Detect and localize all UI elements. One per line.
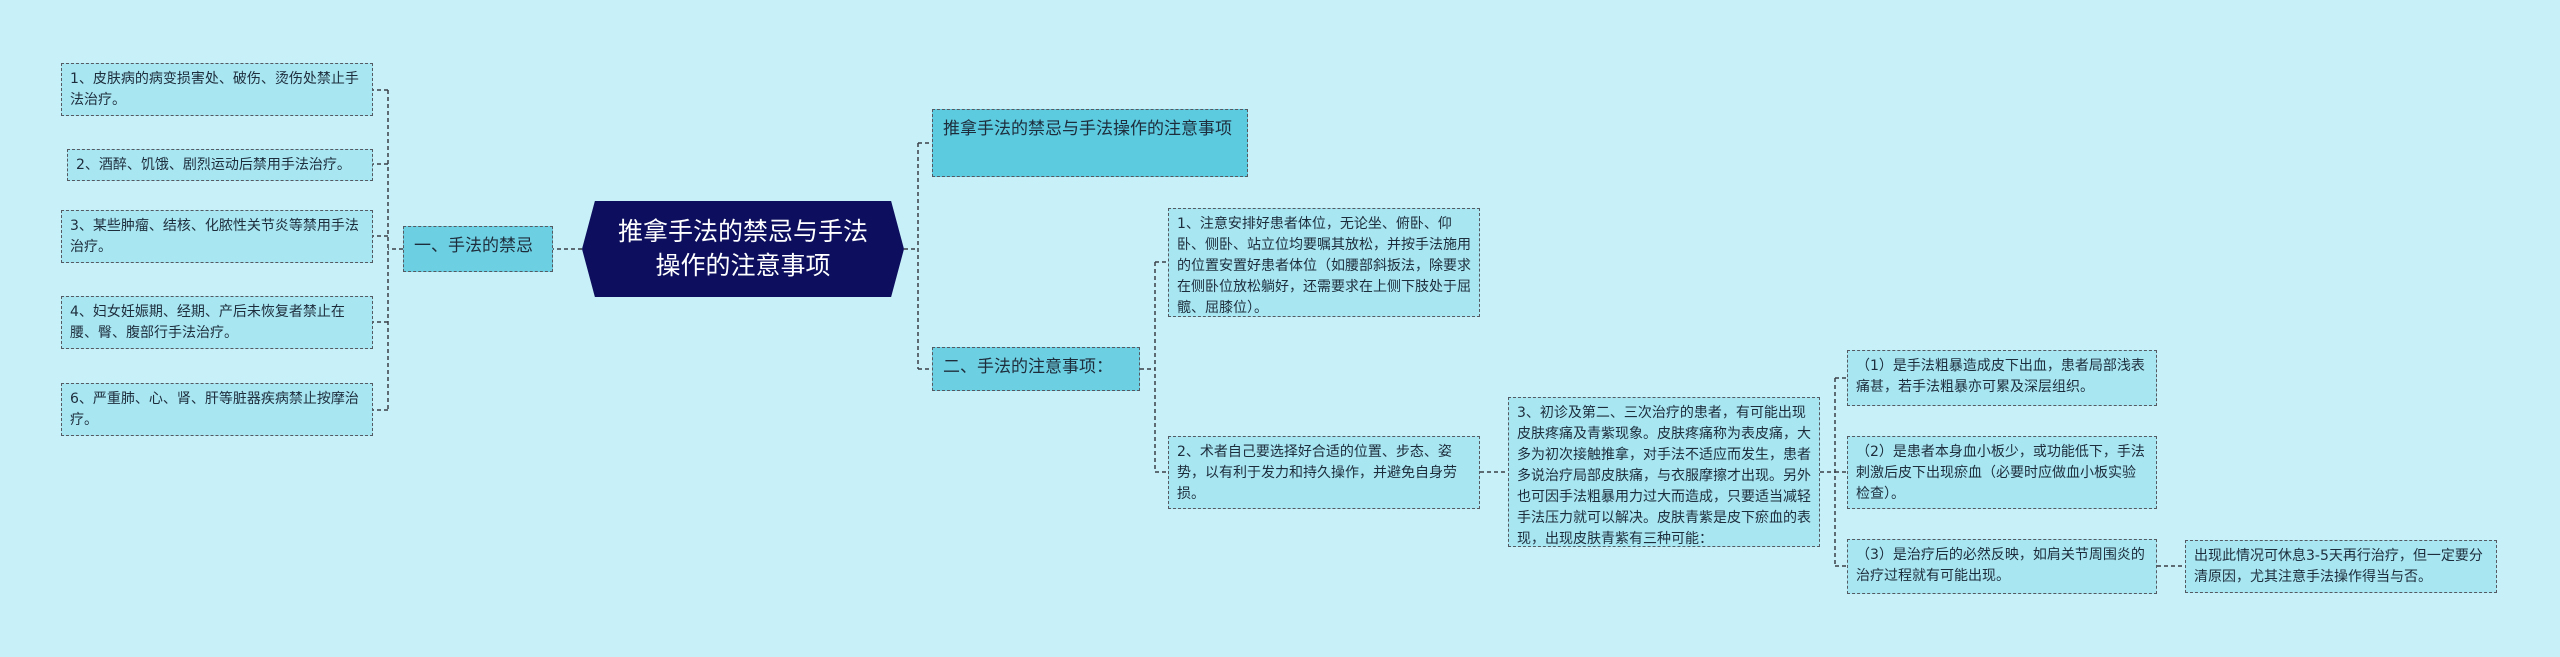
bruise-cause-1[interactable]: （1）是手法粗暴造成皮下出血，患者局部浅表痛甚，若手法粗暴亦可累及深层组织。 (1847, 350, 2157, 406)
contraindication-item-3[interactable]: 3、某些肿瘤、结核、化脓性关节炎等禁用手法治疗。 (61, 210, 373, 263)
list-item: 2、酒醉、饥饿、剧烈运动后禁用手法治疗。 (76, 157, 351, 173)
list-item: （3）是治疗后的必然反映，如肩关节周围炎的治疗过程就有可能出现。 (1856, 547, 2145, 584)
branch-topic-repeat[interactable]: 推拿手法的禁忌与手法操作的注意事项 (932, 109, 1248, 177)
root-title: 推拿手法的禁忌与手法操作的注意事项 (617, 217, 868, 280)
precaution-item-2[interactable]: 2、术者自己要选择好合适的位置、步态、姿势，以有利于发力和持久操作，并避免自身劳… (1168, 436, 1480, 509)
list-item: （1）是手法粗暴造成皮下出血，患者局部浅表痛甚，若手法粗暴亦可累及深层组织。 (1856, 358, 2145, 395)
root-topic[interactable]: 推拿手法的禁忌与手法操作的注意事项 (582, 201, 904, 297)
contraindication-item-1[interactable]: 1、皮肤病的病变损害处、破伤、烫伤处禁止手法治疗。 (61, 63, 373, 116)
list-item: 4、妇女妊娠期、经期、产后未恢复者禁止在腰、臀、腹部行手法治疗。 (70, 304, 345, 341)
list-item: 3、某些肿瘤、结核、化脓性关节炎等禁用手法治疗。 (70, 218, 359, 255)
contraindication-item-2[interactable]: 2、酒醉、饥饿、剧烈运动后禁用手法治疗。 (67, 149, 373, 181)
list-item: 1、皮肤病的病变损害处、破伤、烫伤处禁止手法治疗。 (70, 71, 359, 108)
bruise-cause-3-note[interactable]: 出现此情况可休息3-5天再行治疗，但一定要分清原因，尤其注意手法操作得当与否。 (2185, 540, 2497, 593)
list-item: 2、术者自己要选择好合适的位置、步态、姿势，以有利于发力和持久操作，并避免自身劳… (1177, 444, 1457, 502)
branch-contraindications[interactable]: 一、手法的禁忌 (403, 226, 553, 272)
contraindication-item-4[interactable]: 4、妇女妊娠期、经期、产后未恢复者禁止在腰、臀、腹部行手法治疗。 (61, 296, 373, 349)
branch-label: 推拿手法的禁忌与手法操作的注意事项 (943, 119, 1232, 139)
list-item: （2）是患者本身血小板少，或功能低下，手法刺激后皮下出现瘀血（必要时应做血小板实… (1856, 444, 2145, 502)
list-item: 出现此情况可休息3-5天再行治疗，但一定要分清原因，尤其注意手法操作得当与否。 (2194, 548, 2483, 585)
list-item: 1、注意安排好患者体位，无论坐、俯卧、仰卧、侧卧、站立位均要嘱其放松，并按手法施… (1177, 216, 1471, 316)
list-item: 6、严重肺、心、肾、肝等脏器疾病禁止按摩治疗。 (70, 391, 359, 428)
precaution-item-1[interactable]: 1、注意安排好患者体位，无论坐、俯卧、仰卧、侧卧、站立位均要嘱其放松，并按手法施… (1168, 208, 1480, 317)
bruise-cause-3[interactable]: （3）是治疗后的必然反映，如肩关节周围炎的治疗过程就有可能出现。 (1847, 539, 2157, 594)
contraindication-item-6[interactable]: 6、严重肺、心、肾、肝等脏器疾病禁止按摩治疗。 (61, 383, 373, 436)
branch-label: 二、手法的注意事项： (943, 357, 1113, 377)
list-item: 3、初诊及第二、三次治疗的患者，有可能出现皮肤疼痛及青紫现象。皮肤疼痛称为表皮痛… (1517, 405, 1811, 547)
precaution-item-3[interactable]: 3、初诊及第二、三次治疗的患者，有可能出现皮肤疼痛及青紫现象。皮肤疼痛称为表皮痛… (1508, 397, 1820, 547)
branch-precautions[interactable]: 二、手法的注意事项： (932, 347, 1140, 391)
branch-label: 一、手法的禁忌 (414, 236, 533, 256)
bruise-cause-2[interactable]: （2）是患者本身血小板少，或功能低下，手法刺激后皮下出现瘀血（必要时应做血小板实… (1847, 436, 2157, 509)
